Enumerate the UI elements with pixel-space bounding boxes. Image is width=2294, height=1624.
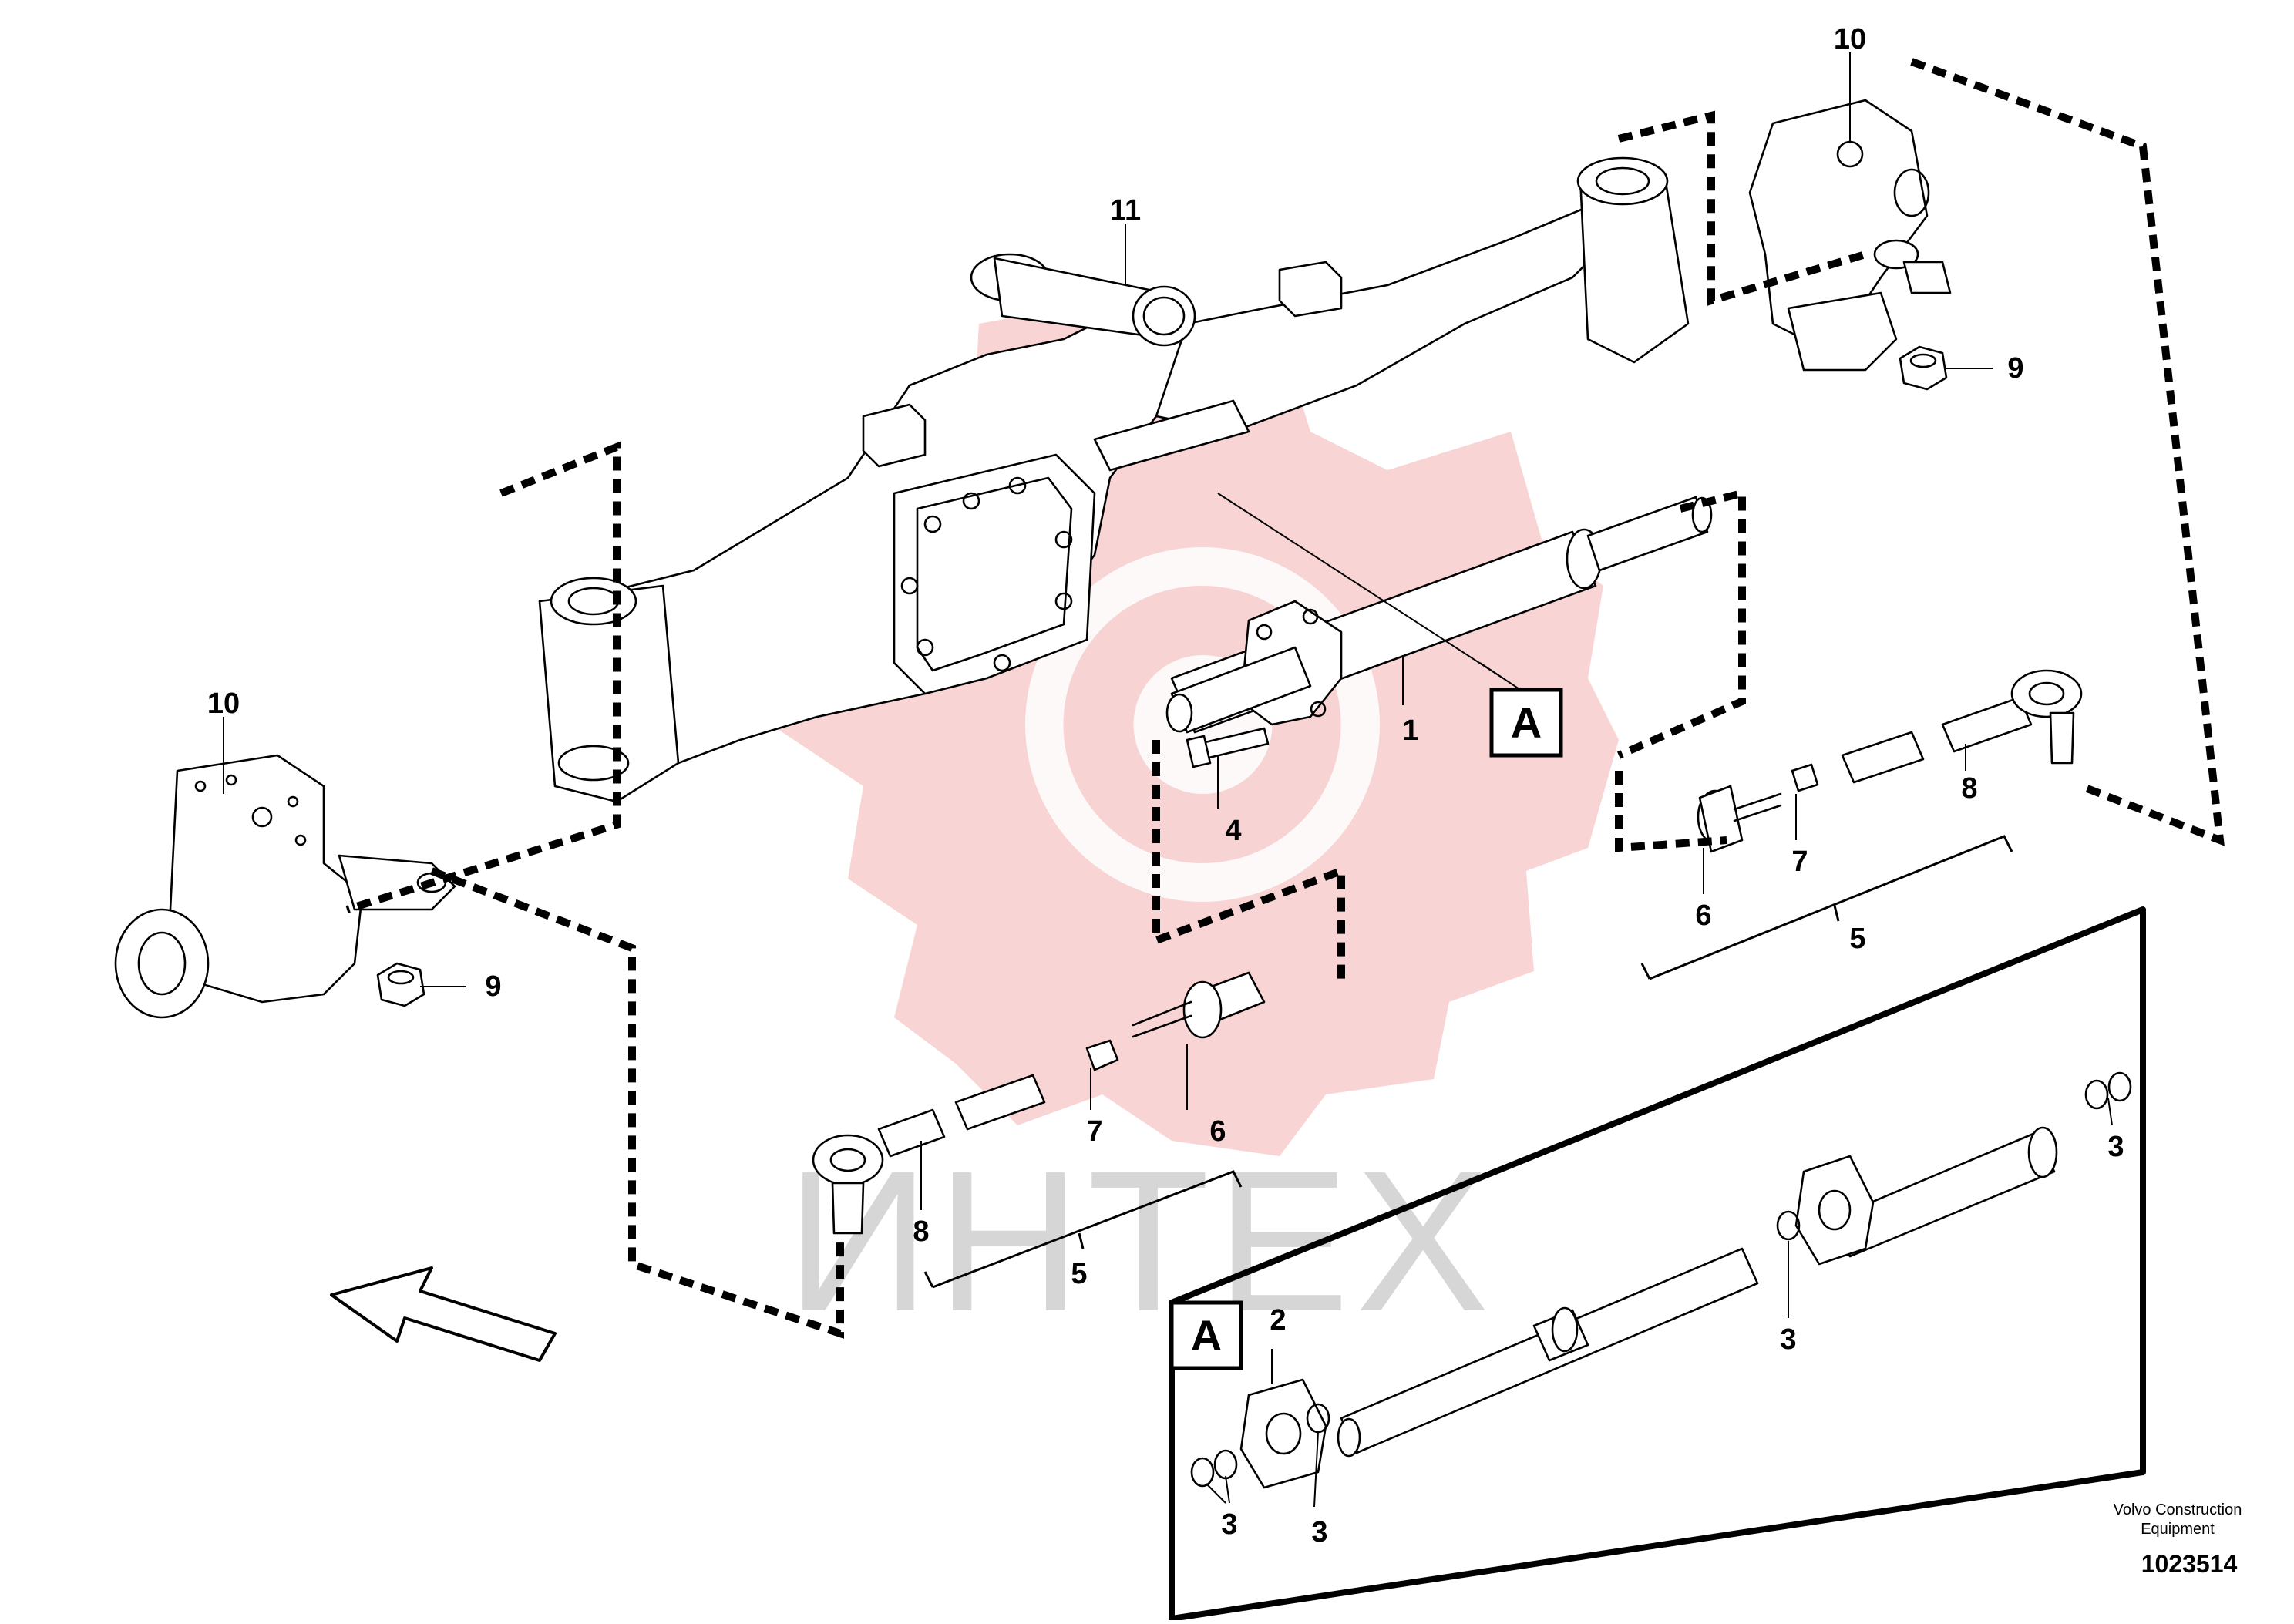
direction-arrow — [330, 1266, 557, 1362]
detail-box-label: A — [1191, 1311, 1222, 1360]
callout-3-a: 3 — [1221, 1508, 1237, 1541]
callout-3-d: 3 — [2107, 1131, 2124, 1163]
brand-line2: Equipment — [2141, 1521, 2215, 1538]
callout-7-left: 7 — [1086, 1115, 1102, 1148]
nut-left — [376, 962, 426, 1007]
axle-housing — [538, 156, 1690, 803]
callout-4: 4 — [1225, 815, 1241, 847]
callout-2: 2 — [1270, 1304, 1286, 1337]
brand-line1: Volvo Construction — [2114, 1501, 2242, 1518]
callout-6-right: 6 — [1695, 899, 1711, 932]
callout-8-right: 8 — [1961, 772, 1977, 805]
tie-rod-left — [812, 971, 1266, 1235]
callout-7-right: 7 — [1791, 846, 1808, 878]
leader-lines — [223, 52, 2113, 1508]
brace-left — [923, 1170, 1243, 1289]
steering-cylinder — [1166, 496, 1713, 734]
watermark-text: ИНТЕХ — [786, 1130, 1495, 1353]
callout-3-b: 3 — [1311, 1516, 1327, 1548]
tie-rod-right — [1697, 669, 2083, 853]
callout-1: 1 — [1402, 714, 1418, 747]
detail-ref-label: A — [1511, 698, 1542, 747]
callout-8-left: 8 — [913, 1215, 929, 1248]
callout-11: 11 — [1110, 194, 1141, 227]
callout-5-left: 5 — [1071, 1258, 1087, 1290]
steering-knuckle-left — [114, 754, 456, 1019]
detail-box-tag — [1169, 1300, 1243, 1370]
callout-10-right: 10 — [1834, 23, 1866, 55]
callout-6-left: 6 — [1209, 1115, 1226, 1148]
detail-a-panel — [1169, 906, 2146, 1622]
callout-10-left: 10 — [207, 688, 240, 720]
callout-9-left: 9 — [485, 970, 501, 1003]
callout-3-c: 3 — [1780, 1323, 1796, 1356]
callout-5-right: 5 — [1849, 923, 1865, 955]
brace-right — [1640, 835, 2013, 980]
detail-ref-box — [1489, 688, 1563, 758]
callout-9-right: 9 — [2007, 352, 2023, 385]
doc-number: 1023514 — [2141, 1550, 2238, 1578]
bolt — [1186, 727, 1270, 768]
nut-right — [1899, 345, 1948, 391]
dashed-connector-lines — [345, 58, 2225, 1339]
